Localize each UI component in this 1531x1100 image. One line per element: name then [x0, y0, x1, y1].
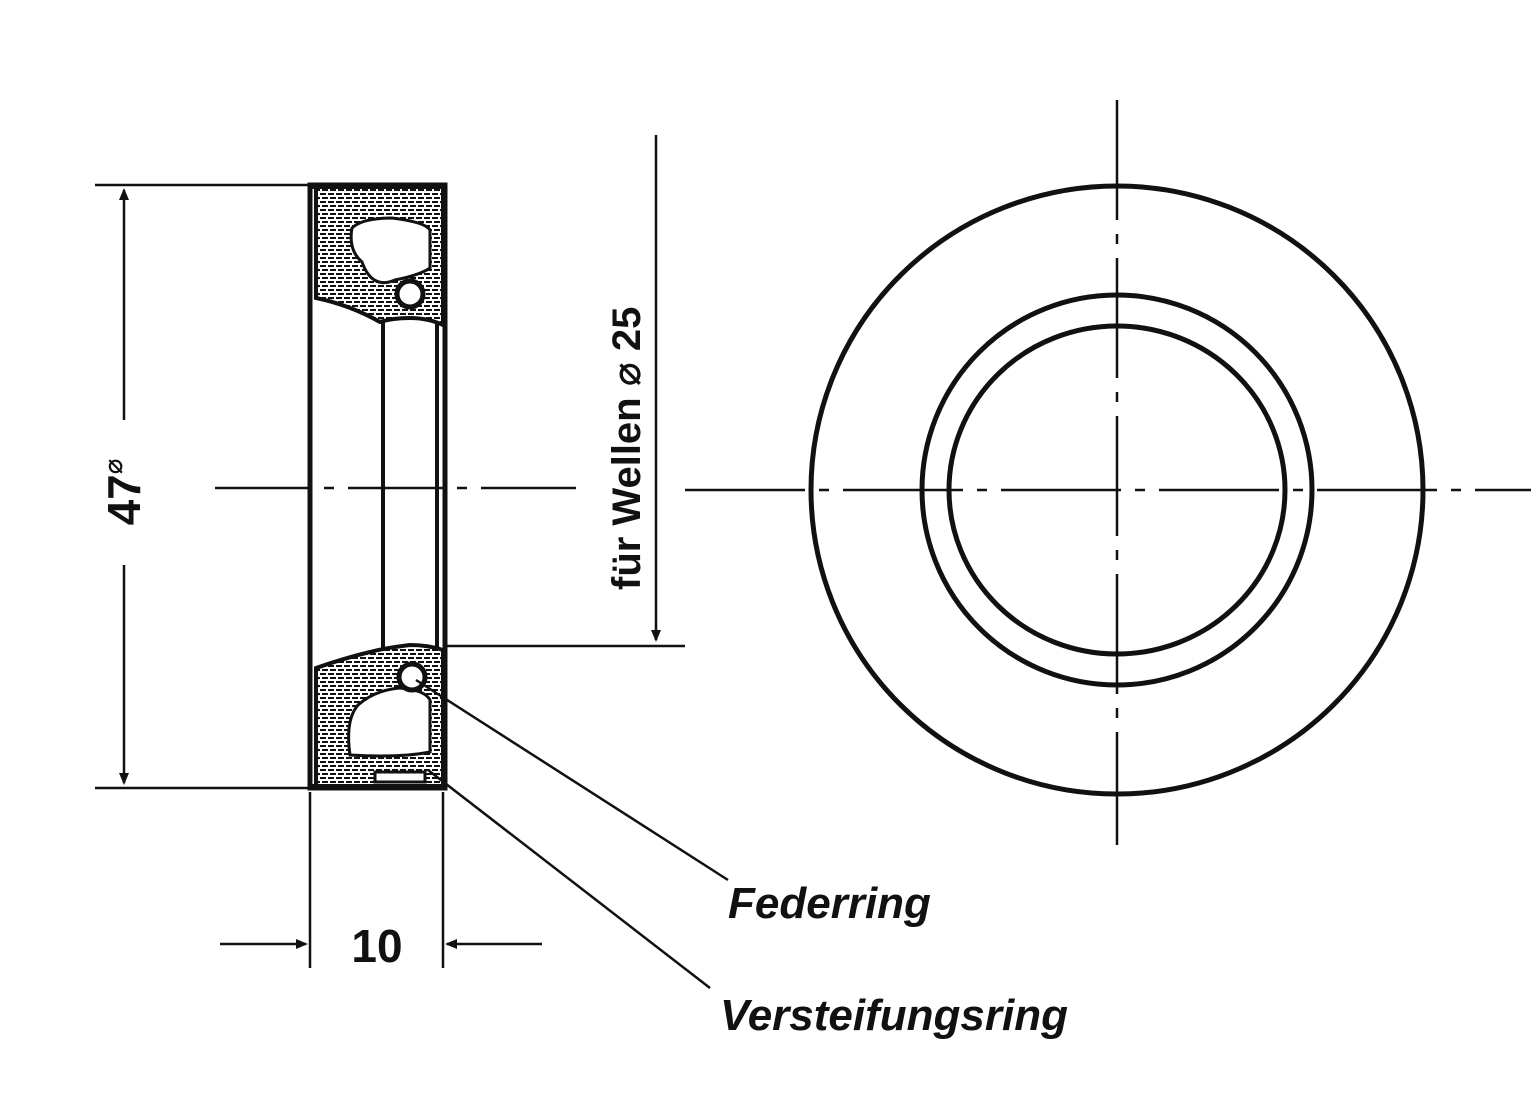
- leader-spring-ring: [415, 678, 729, 882]
- width-value: 10: [351, 920, 402, 972]
- dimension-outer-diameter: 47⌀: [95, 183, 308, 790]
- outer-diameter-number: 47: [98, 474, 150, 525]
- stiffening-ring-mark: [373, 770, 427, 784]
- bottom-spring-ring: [396, 661, 428, 693]
- leaders: [415, 678, 729, 989]
- outer-diameter-value: 47⌀: [98, 459, 150, 526]
- shaft-dimension-text: für Wellen ⌀ 25: [605, 307, 649, 590]
- dimension-shaft: für Wellen ⌀ 25: [447, 135, 685, 648]
- front-view: [685, 100, 1531, 845]
- diameter-symbol: ⌀: [98, 459, 128, 475]
- stiffening-ring-label: Versteifungsring: [720, 991, 1068, 1040]
- top-spring-ring: [394, 278, 426, 310]
- leader-stiffening-ring: [427, 769, 711, 989]
- top-section-cavity: [349, 216, 432, 285]
- section-view: [215, 182, 580, 791]
- spring-ring-label: Federring: [728, 879, 931, 928]
- dimension-width: 10: [220, 792, 542, 972]
- bottom-section-cavity: [347, 686, 432, 758]
